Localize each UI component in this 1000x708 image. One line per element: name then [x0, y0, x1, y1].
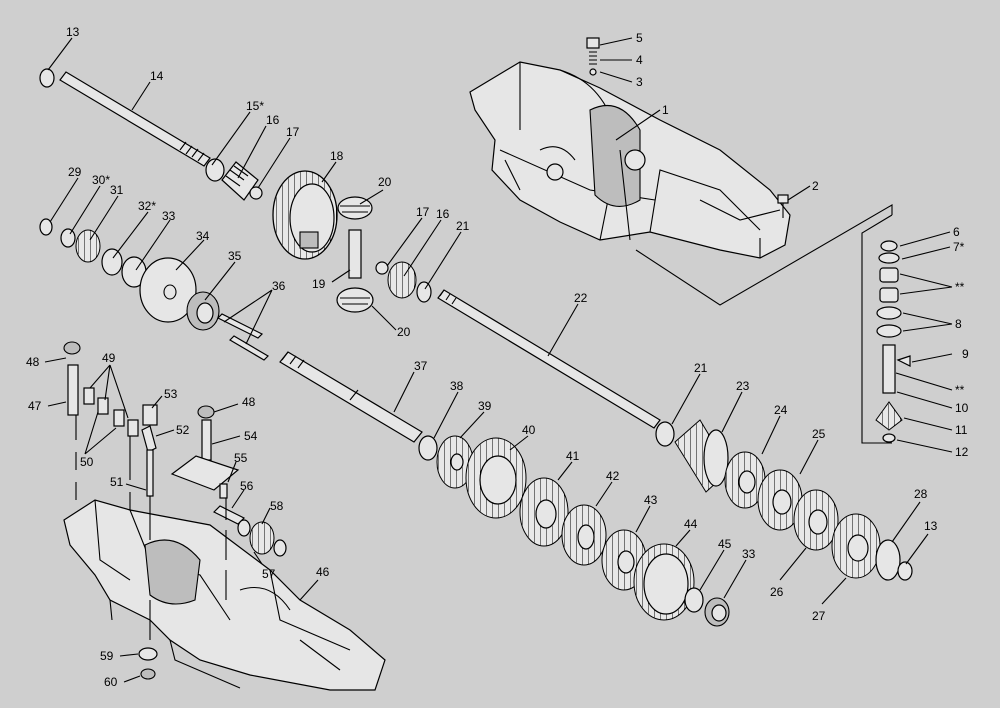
callout-11: 11: [955, 423, 968, 437]
parts-29-33: [39, 218, 147, 288]
callout-53: 53: [164, 387, 178, 401]
callout-46: 46: [316, 565, 330, 579]
callout-44: 44: [684, 517, 698, 531]
callout-48: 48: [26, 355, 40, 369]
callout-1: 1: [662, 103, 669, 117]
callout-31: 31: [110, 183, 124, 197]
bevel-gear-16a: [221, 161, 263, 201]
disc-34-bearing-35: [139, 257, 220, 331]
bevel-gears-20-pin-19: [336, 196, 374, 313]
callout-3: 3: [636, 75, 643, 89]
callout-25: 25: [812, 427, 826, 441]
bevel-gear-16b: [375, 261, 432, 303]
gears-23-27: [655, 419, 913, 581]
callout-16: 16: [266, 113, 280, 127]
callout-47: 47: [28, 399, 42, 413]
callout-39: 39: [478, 399, 492, 413]
shaft-22: [437, 289, 661, 429]
callout-17: 17: [286, 125, 300, 139]
callout-32: 32*: [138, 199, 156, 213]
callout-42: 42: [606, 469, 620, 483]
bolt-2: [777, 194, 789, 218]
upper-housing: [469, 61, 791, 259]
callout-48b: 48: [242, 395, 256, 409]
callout-8: 8: [955, 317, 962, 331]
callout-13b: 13: [924, 519, 938, 533]
lower-housing-46: [63, 415, 386, 691]
callout-6: 6: [953, 225, 960, 239]
callout-36: 36: [272, 279, 286, 293]
callout-57: 57: [262, 567, 276, 581]
callout-10: 10: [955, 401, 969, 415]
callout-7: 7*: [953, 240, 965, 254]
right-stack-6-12: [635, 204, 911, 444]
callout-20b: 20: [397, 325, 411, 339]
callout-23: 23: [736, 379, 750, 393]
callout-12: 12: [955, 445, 969, 459]
callout-27: 27: [812, 609, 826, 623]
gears-38-44: [418, 435, 695, 621]
callout-33b: 33: [742, 547, 756, 561]
callout-35: 35: [228, 249, 242, 263]
lower-left-parts-47-58: [63, 341, 287, 557]
vent-parts-3-4-5: [586, 37, 600, 76]
callout-14: 14: [150, 69, 164, 83]
callout-29: 29: [68, 165, 82, 179]
callout-star-1: **: [955, 280, 965, 294]
shaft-37: [279, 351, 423, 443]
callout-star-2: **: [955, 383, 965, 397]
callout-38: 38: [450, 379, 464, 393]
callout-19: 19: [312, 277, 326, 291]
callout-5: 5: [636, 31, 643, 45]
keys-36: [216, 313, 269, 361]
callout-41: 41: [566, 449, 580, 463]
callout-51: 51: [110, 475, 124, 489]
callout-45: 45: [718, 537, 732, 551]
callout-43: 43: [644, 493, 658, 507]
callout-4: 4: [636, 53, 643, 67]
callout-21b: 21: [694, 361, 708, 375]
callout-55: 55: [234, 451, 248, 465]
callout-33: 33: [162, 209, 176, 223]
callout-34: 34: [196, 229, 210, 243]
callout-9: 9: [962, 347, 969, 361]
callout-24: 24: [774, 403, 788, 417]
callout-52: 52: [176, 423, 190, 437]
callout-18: 18: [330, 149, 344, 163]
callout-40: 40: [522, 423, 536, 437]
gear-18: [272, 170, 338, 260]
callout-54: 54: [244, 429, 258, 443]
shaft-14: [39, 68, 225, 182]
callout-labels: 13 14 15* 16 17 18 20 17 16 21 29 30* 31…: [26, 25, 969, 689]
callout-37: 37: [414, 359, 428, 373]
callout-30: 30*: [92, 173, 110, 187]
callout-49: 49: [102, 351, 116, 365]
callout-58: 58: [270, 499, 284, 513]
callout-17b: 17: [416, 205, 430, 219]
callout-2: 2: [812, 179, 819, 193]
callout-21: 21: [456, 219, 470, 233]
callout-20: 20: [378, 175, 392, 189]
callout-26: 26: [770, 585, 784, 599]
callout-16b: 16: [436, 207, 450, 221]
callout-50: 50: [80, 455, 94, 469]
callout-28: 28: [914, 487, 928, 501]
callout-56: 56: [240, 479, 254, 493]
washer-45-bushing-33: [684, 587, 730, 627]
callout-15: 15*: [246, 99, 264, 113]
callout-60: 60: [104, 675, 118, 689]
leader-lines: [44, 37, 953, 683]
callout-13: 13: [66, 25, 80, 39]
callout-22: 22: [574, 291, 588, 305]
washers-59-60: [138, 647, 158, 680]
callout-59: 59: [100, 649, 114, 663]
